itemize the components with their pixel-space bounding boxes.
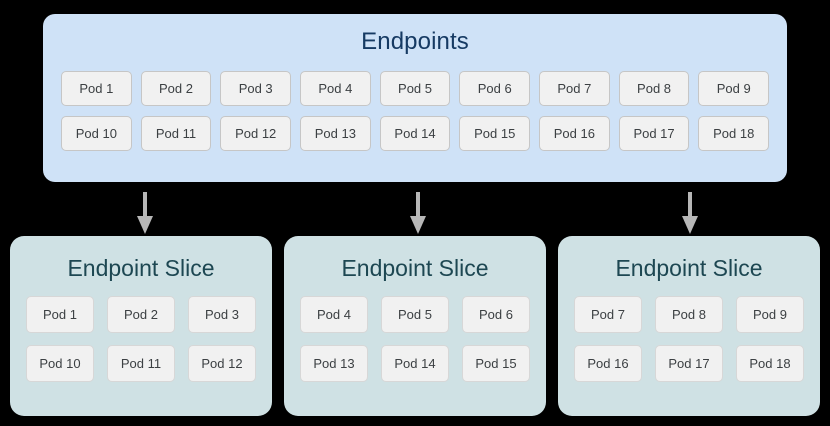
pod-chip[interactable]: Pod 7 — [539, 71, 610, 106]
pod-chip[interactable]: Pod 6 — [459, 71, 531, 106]
pod-chip[interactable]: Pod 3 — [220, 71, 292, 106]
endpoint-slice-pod-row: Pod 4 Pod 5 Pod 6 — [300, 296, 530, 333]
endpoint-slice-title: Endpoint Slice — [67, 255, 215, 281]
pod-chip[interactable]: Pod 9 — [698, 71, 770, 106]
pod-chip[interactable]: Pod 3 — [188, 296, 256, 333]
arrow-down-icon — [135, 192, 155, 234]
arrow-head — [137, 216, 153, 234]
endpoint-slice-pod-row: Pod 7 Pod 8 Pod 9 — [574, 296, 804, 333]
pod-chip[interactable]: Pod 5 — [381, 296, 449, 333]
pod-chip[interactable]: Pod 8 — [618, 71, 690, 106]
pod-chip[interactable]: Pod 4 — [300, 71, 371, 106]
pod-chip[interactable]: Pod 4 — [300, 296, 368, 333]
endpoint-slice-pod-row: Pod 16 Pod 17 Pod 18 — [574, 345, 804, 382]
pod-chip[interactable]: Pod 1 — [61, 71, 132, 106]
endpoints-pod-grid: Pod 1 Pod 2 Pod 3 Pod 4 Pod 5 Pod 6 Pod … — [61, 71, 770, 161]
arrow-shaft — [143, 192, 147, 218]
pod-chip[interactable]: Pod 12 — [220, 116, 292, 151]
endpoint-slice-pod-row: Pod 13 Pod 14 Pod 15 — [300, 345, 530, 382]
endpoint-slice-container-1: Endpoint Slice Pod 1 Pod 2 Pod 3 Pod 10 … — [10, 236, 272, 416]
endpoint-slice-container-3: Endpoint Slice Pod 7 Pod 8 Pod 9 Pod 16 … — [558, 236, 820, 416]
pod-chip[interactable]: Pod 10 — [26, 345, 94, 382]
endpoint-slice-pod-row: Pod 10 Pod 11 Pod 12 — [26, 345, 256, 382]
pod-chip[interactable]: Pod 18 — [736, 345, 804, 382]
pod-chip[interactable]: Pod 1 — [26, 296, 94, 333]
pod-chip[interactable]: Pod 5 — [379, 71, 451, 106]
pod-chip[interactable]: Pod 16 — [539, 116, 610, 151]
pod-chip[interactable]: Pod 15 — [462, 345, 530, 382]
pod-chip[interactable]: Pod 18 — [698, 116, 770, 151]
pod-chip[interactable]: Pod 11 — [107, 345, 175, 382]
pod-chip[interactable]: Pod 17 — [618, 116, 690, 151]
pod-chip[interactable]: Pod 17 — [655, 345, 723, 382]
endpoint-slice-title: Endpoint Slice — [341, 255, 489, 281]
pod-chip[interactable]: Pod 11 — [140, 116, 212, 151]
pod-chip[interactable]: Pod 9 — [736, 296, 804, 333]
pod-chip[interactable]: Pod 6 — [462, 296, 530, 333]
pod-chip[interactable]: Pod 14 — [381, 345, 449, 382]
endpoint-slice-pod-grid: Pod 7 Pod 8 Pod 9 Pod 16 Pod 17 Pod 18 — [574, 296, 804, 394]
endpoints-pod-row: Pod 1 Pod 2 Pod 3 Pod 4 Pod 5 Pod 6 Pod … — [61, 71, 770, 106]
pod-chip[interactable]: Pod 15 — [459, 116, 531, 151]
pod-chip[interactable]: Pod 16 — [574, 345, 642, 382]
arrow-head — [682, 216, 698, 234]
pod-chip[interactable]: Pod 8 — [655, 296, 723, 333]
endpoint-slice-title: Endpoint Slice — [615, 255, 763, 281]
endpoint-slice-pod-row: Pod 1 Pod 2 Pod 3 — [26, 296, 256, 333]
pod-chip[interactable]: Pod 2 — [107, 296, 175, 333]
pod-chip[interactable]: Pod 12 — [188, 345, 256, 382]
endpoint-slice-pod-grid: Pod 1 Pod 2 Pod 3 Pod 10 Pod 11 Pod 12 — [26, 296, 256, 394]
endpoints-title: Endpoints — [361, 28, 469, 55]
pod-chip[interactable]: Pod 7 — [574, 296, 642, 333]
endpoints-pod-row: Pod 10 Pod 11 Pod 12 Pod 13 Pod 14 Pod 1… — [61, 116, 770, 151]
pod-chip[interactable]: Pod 13 — [300, 345, 368, 382]
endpoint-slice-container-2: Endpoint Slice Pod 4 Pod 5 Pod 6 Pod 13 … — [284, 236, 546, 416]
arrow-down-icon — [680, 192, 700, 234]
endpoint-slice-pod-grid: Pod 4 Pod 5 Pod 6 Pod 13 Pod 14 Pod 15 — [300, 296, 530, 394]
arrow-shaft — [688, 192, 692, 218]
arrow-down-icon — [408, 192, 428, 234]
pod-chip[interactable]: Pod 14 — [379, 116, 451, 151]
pod-chip[interactable]: Pod 13 — [300, 116, 371, 151]
pod-chip[interactable]: Pod 2 — [140, 71, 212, 106]
pod-chip[interactable]: Pod 10 — [61, 116, 132, 151]
endpoints-container: Endpoints Pod 1 Pod 2 Pod 3 Pod 4 Pod 5 … — [43, 14, 787, 182]
arrow-head — [410, 216, 426, 234]
arrow-shaft — [416, 192, 420, 218]
